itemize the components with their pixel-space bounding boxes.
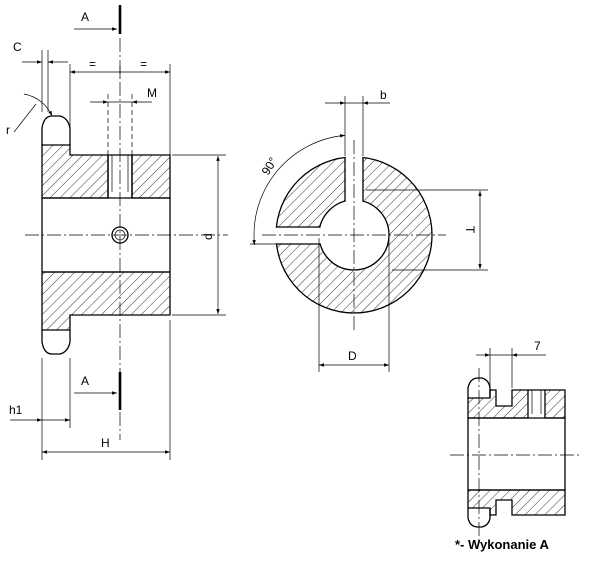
label-d: d — [201, 233, 215, 240]
variant-upper-tooth-tip — [467, 377, 491, 398]
label-r: r — [6, 123, 10, 137]
end-view: b 90° T D — [250, 88, 488, 372]
left-keyway-fill — [272, 227, 323, 244]
section-mark-top: A — [74, 5, 122, 34]
top-slot-fill — [345, 153, 363, 203]
dimension-b: b — [325, 88, 390, 156]
dimension-d: d — [172, 154, 226, 316]
variant-a-view: 7 *- Wykonanie A — [450, 339, 582, 552]
dimension-bore-d: D — [318, 238, 390, 372]
label-c: C — [13, 40, 22, 54]
lower-tooth-tip — [41, 330, 71, 355]
dimension-seven: 7 — [476, 339, 546, 388]
upper-tooth-tip — [41, 115, 71, 145]
upper-hatched-section-left — [41, 144, 109, 199]
side-section-view: C r = = M — [6, 5, 228, 460]
variant-lower-tooth-tip — [467, 508, 491, 528]
label-bore-d: D — [348, 349, 357, 363]
dimension-t: T — [366, 189, 488, 271]
variant-note: *- Wykonanie A — [455, 537, 550, 552]
label-equal-left: = — [89, 57, 96, 71]
top-slot — [344, 157, 364, 201]
variant-upper-hatched-right — [544, 389, 566, 419]
variant-upper-hatched-left — [467, 389, 529, 419]
dimension-h1: h1 — [9, 358, 71, 460]
label-angle: 90° — [259, 155, 281, 178]
label-seven: 7 — [534, 339, 541, 353]
lower-hatched-section — [41, 271, 171, 331]
dimension-r: r — [6, 93, 53, 137]
bore-outline — [41, 197, 171, 273]
label-equal-right: = — [140, 57, 147, 71]
label-h1: h1 — [9, 403, 23, 417]
variant-threaded-hole — [528, 389, 545, 414]
label-section-a-bottom: A — [81, 374, 89, 388]
label-m: M — [147, 86, 157, 100]
dimension-equal-halves: = = — [69, 57, 171, 155]
variant-lower-hatched — [467, 489, 566, 516]
upper-hatched-section-right — [131, 154, 171, 199]
label-t: T — [463, 226, 477, 234]
dimension-h: H — [42, 320, 171, 460]
dimension-c: C — [13, 40, 68, 112]
label-section-a-top: A — [81, 10, 89, 24]
variant-bore-outline — [467, 417, 566, 491]
section-mark-bottom: A — [74, 372, 122, 410]
label-b: b — [380, 88, 387, 102]
dimension-m: M — [90, 86, 157, 155]
label-h: H — [101, 436, 110, 450]
